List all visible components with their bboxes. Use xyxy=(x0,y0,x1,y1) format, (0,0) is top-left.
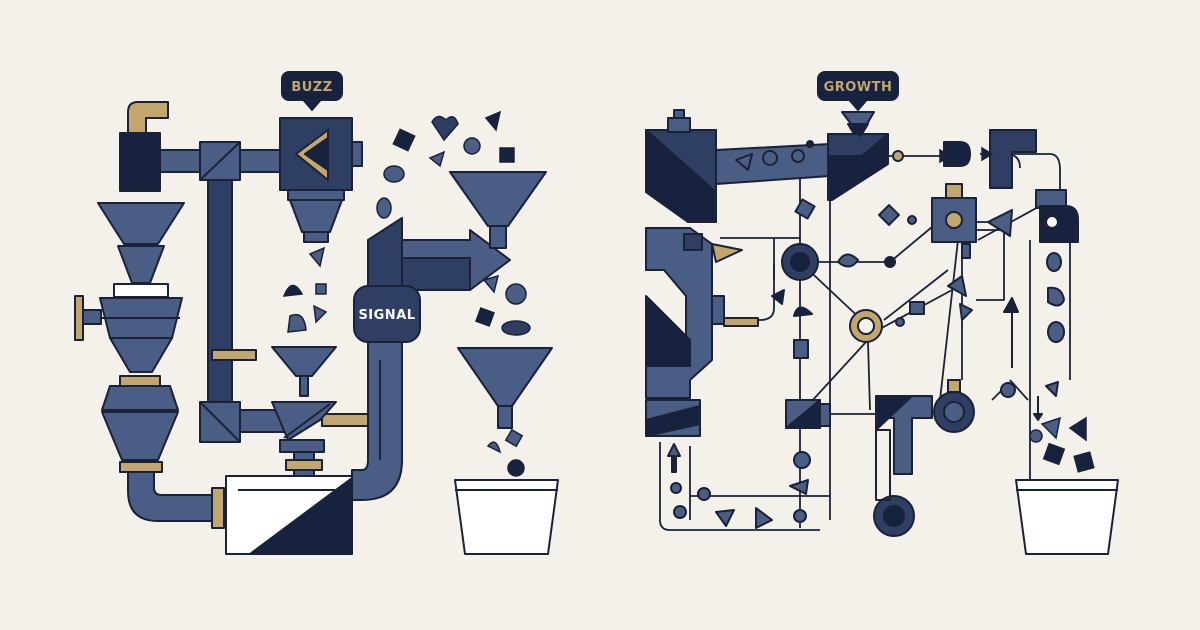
gold-band xyxy=(321,413,369,427)
right-machine xyxy=(645,71,1119,555)
growth-label-bg xyxy=(817,71,899,101)
collection-bucket-right xyxy=(1015,479,1119,555)
falling-shapes-left xyxy=(282,110,531,477)
navy-block xyxy=(119,132,161,192)
gold-band xyxy=(119,375,161,387)
vertical-pipe xyxy=(207,179,233,403)
left-machine xyxy=(74,71,559,555)
hopper-1 xyxy=(97,202,185,245)
collection-bucket xyxy=(454,479,559,555)
hopper-3 xyxy=(101,385,179,411)
funnel-lower xyxy=(457,347,553,407)
gold-band xyxy=(211,487,225,529)
gold-band xyxy=(119,461,163,473)
c-housing xyxy=(645,227,713,399)
signal-valve xyxy=(353,285,421,343)
growth-label: GROWTH xyxy=(824,80,893,95)
white-band xyxy=(113,283,169,298)
elbow-block xyxy=(989,129,1037,189)
gold-elbow-pipe xyxy=(127,101,169,136)
signal-label: SIGNAL xyxy=(358,308,415,323)
arrows xyxy=(939,146,994,164)
gold-stem xyxy=(74,295,84,341)
gold-stem xyxy=(723,317,759,327)
buzz-label: BUZZ xyxy=(291,80,332,95)
gold-band xyxy=(211,349,257,361)
buzz-label-bg xyxy=(281,71,343,101)
gold-band xyxy=(285,459,323,471)
funnel-upper xyxy=(449,171,547,227)
small-funnel xyxy=(271,346,337,377)
falling-shapes-right xyxy=(1029,416,1095,473)
